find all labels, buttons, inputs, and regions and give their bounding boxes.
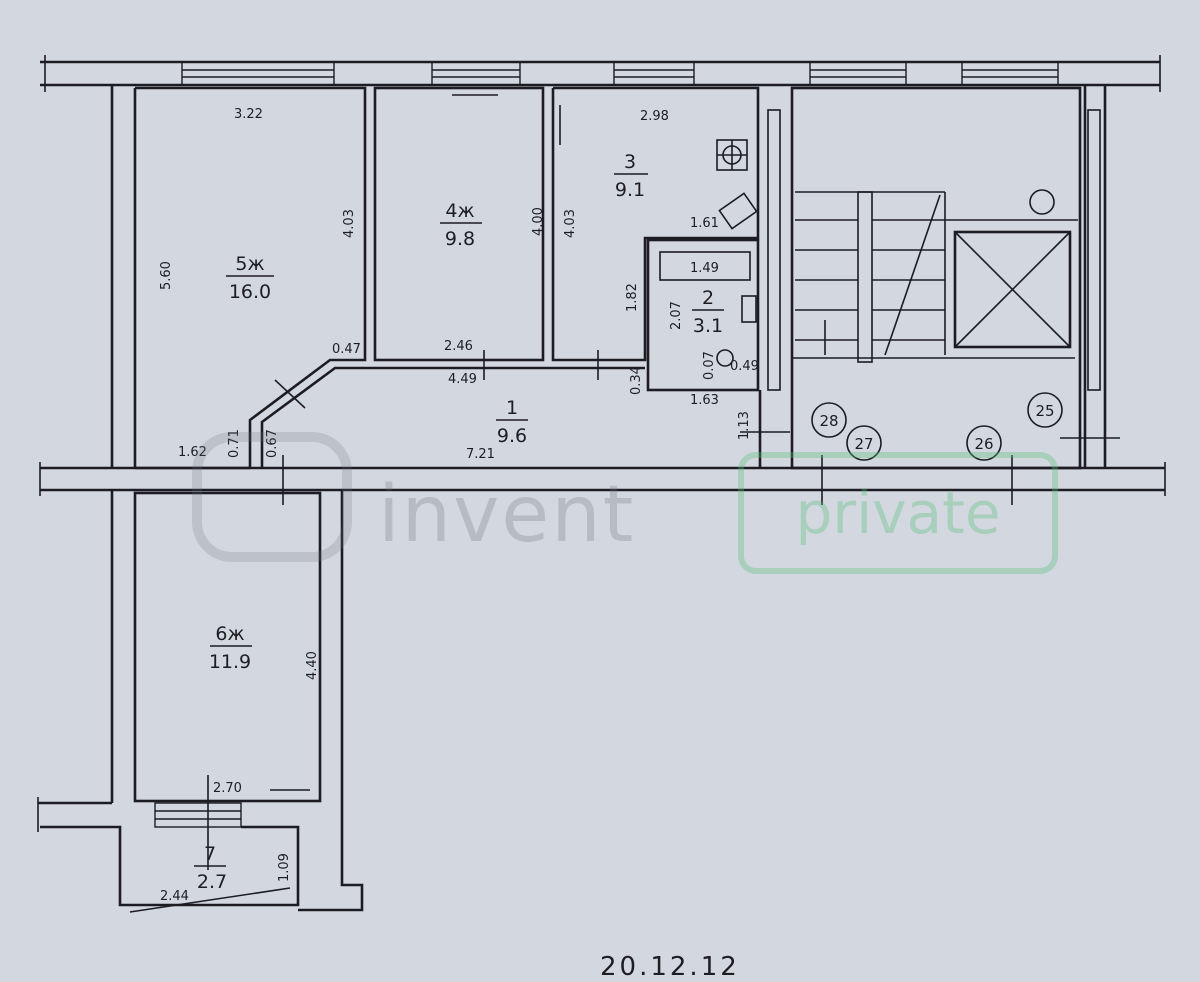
dim-2-98: 2.98 bbox=[640, 109, 669, 124]
room-2-number: 2 bbox=[702, 287, 714, 309]
room-2-area: 3.1 bbox=[693, 315, 723, 337]
room-1-walls bbox=[260, 350, 762, 505]
room-5-area: 16.0 bbox=[229, 281, 271, 303]
room-3-number: 3 bbox=[624, 151, 636, 173]
room-5-number: 5ж bbox=[235, 253, 264, 275]
stairwell bbox=[767, 86, 1101, 470]
dim-3-22: 3.22 bbox=[234, 107, 263, 122]
dim-4-40: 4.40 bbox=[305, 651, 320, 680]
room-1-number: 1 bbox=[506, 397, 518, 419]
room-6-number: 6ж bbox=[215, 623, 244, 645]
dim-1-13: 1.13 bbox=[737, 411, 752, 440]
dim-1-49: 1.49 bbox=[690, 261, 719, 276]
room-2-walls bbox=[646, 238, 760, 392]
room-7-walls bbox=[37, 775, 300, 913]
dim-1-82: 1.82 bbox=[625, 283, 640, 312]
room-4-walls bbox=[373, 86, 545, 362]
marker-labels: 28 27 26 25 bbox=[819, 402, 1054, 453]
dim-2-70: 2.70 bbox=[213, 781, 242, 796]
room-7-number: 7 bbox=[204, 843, 216, 865]
room-6-area: 11.9 bbox=[209, 651, 251, 673]
dim-0-67: 0.67 bbox=[265, 429, 280, 458]
marker-25: 25 bbox=[1035, 402, 1054, 420]
dim-4-03-b: 4.03 bbox=[563, 209, 578, 238]
exterior-walls bbox=[39, 55, 1166, 803]
marker-28: 28 bbox=[819, 412, 838, 430]
room-1-area: 9.6 bbox=[497, 425, 527, 447]
dim-1-63: 1.63 bbox=[690, 393, 719, 408]
dim-1-61: 1.61 bbox=[690, 216, 719, 231]
dim-0-34: 0.34 bbox=[629, 366, 644, 395]
room-labels: 5ж 16.0 4ж 9.8 3 9.1 2 3.1 1 9.6 6ж 11.9… bbox=[194, 151, 724, 893]
room-3-area: 9.1 bbox=[615, 179, 645, 201]
dim-4-00: 4.00 bbox=[531, 207, 546, 236]
dim-0-07: 0.07 bbox=[702, 351, 717, 380]
room-7-area: 2.7 bbox=[197, 871, 227, 893]
dim-4-03-a: 4.03 bbox=[342, 209, 357, 238]
watermark-brand: invent bbox=[378, 470, 636, 560]
plan-date: 20.12.12 bbox=[600, 952, 740, 982]
dim-0-49: 0.49 bbox=[730, 359, 759, 374]
dim-2-07: 2.07 bbox=[669, 301, 684, 330]
marker-26: 26 bbox=[974, 435, 993, 453]
dim-2-46: 2.46 bbox=[444, 339, 473, 354]
marker-27: 27 bbox=[854, 435, 873, 453]
room-6-walls bbox=[133, 490, 364, 912]
unit-markers bbox=[740, 392, 1120, 505]
watermark-logo-icon bbox=[192, 432, 352, 562]
room-3-walls bbox=[551, 86, 760, 362]
windows bbox=[154, 61, 1059, 828]
dim-7-21: 7.21 bbox=[466, 447, 495, 462]
dim-0-47: 0.47 bbox=[332, 342, 361, 357]
room-4-number: 4ж bbox=[445, 200, 474, 222]
dim-5-60: 5.60 bbox=[159, 261, 174, 290]
watermark-stamp: private bbox=[738, 452, 1058, 574]
room-4-area: 9.8 bbox=[445, 228, 475, 250]
dim-4-49: 4.49 bbox=[448, 372, 477, 387]
dim-1-09: 1.09 bbox=[277, 853, 292, 882]
dim-2-44: 2.44 bbox=[160, 889, 189, 904]
